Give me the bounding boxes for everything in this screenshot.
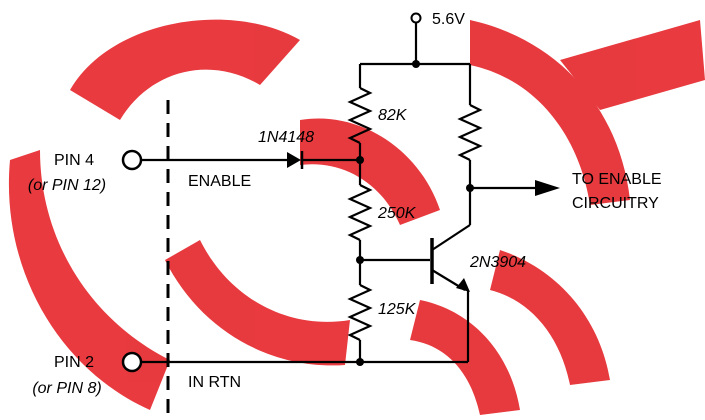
r3-label: 125K [378, 301, 417, 318]
circuit-wires [142, 22, 535, 364]
supply-label: 5.6V [432, 11, 465, 28]
pin4-terminal [121, 149, 143, 171]
diode-label: 1N4148 [258, 129, 314, 146]
pin2-label: PIN 2 [54, 354, 94, 371]
output-label-line1: TO ENABLE [572, 171, 662, 188]
pin2-alt-label: (or PIN 8) [32, 380, 101, 397]
pin4-label: PIN 4 [54, 152, 94, 169]
output-arrow [535, 180, 560, 196]
output-label-line2: CIRCUITRY [572, 195, 659, 212]
pin2-terminal [121, 351, 143, 373]
enable-label: ENABLE [188, 173, 251, 190]
pin4-alt-label: (or PIN 12) [28, 177, 106, 194]
r1-label: 82K [378, 107, 408, 124]
diode-symbol [287, 151, 304, 169]
r2-label: 250K [377, 205, 417, 222]
supply-terminal [410, 12, 422, 24]
emitter-arrow [456, 278, 470, 292]
in-rtn-label: IN RTN [188, 374, 241, 391]
watermark-logo [8, 19, 705, 415]
transistor-label: 2N3904 [469, 254, 526, 271]
junction-dots [356, 60, 474, 366]
